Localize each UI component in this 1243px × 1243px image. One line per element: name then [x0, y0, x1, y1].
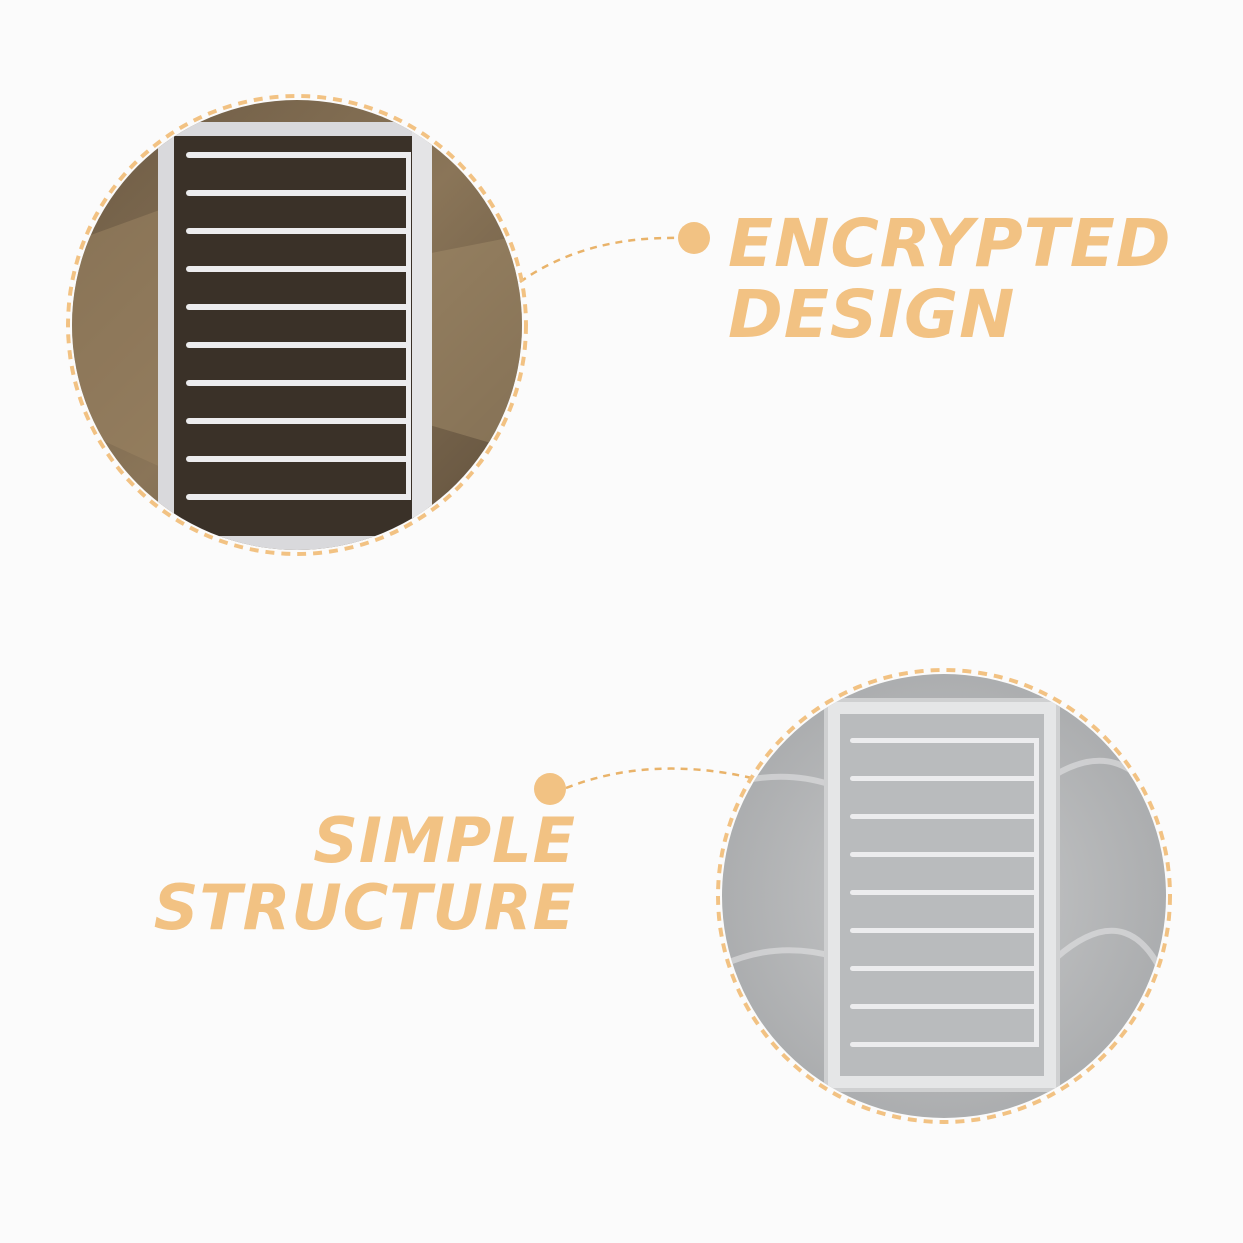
- connector-bottom: [565, 767, 753, 790]
- rack-photo-top: [66, 94, 528, 556]
- rack-rail: [186, 190, 410, 196]
- feature-label-bottom-line2: STRUCTURE: [153, 870, 576, 944]
- rack-rail: [186, 152, 410, 158]
- rack-rail: [186, 494, 410, 500]
- rack-rail: [850, 852, 1038, 857]
- rack-rail: [186, 342, 410, 348]
- rack-upright: [1034, 738, 1039, 1047]
- rack-rail: [850, 1004, 1038, 1009]
- callout-dot-bottom: [534, 773, 566, 805]
- feature-label-top-line1: ENCRYPTED: [728, 205, 1172, 282]
- connector-top: [519, 236, 681, 284]
- rack-rail: [850, 776, 1038, 781]
- feature-label-bottom: SIMPLE STRUCTURE: [132, 804, 576, 944]
- rack-upright: [406, 152, 411, 500]
- rack-photo-bottom: [716, 668, 1172, 1124]
- rack-rail: [850, 966, 1038, 971]
- rack-rail: [186, 418, 410, 424]
- rack-rail: [186, 456, 410, 462]
- rack-rail: [186, 266, 410, 272]
- rack-rail: [850, 1042, 1038, 1047]
- feature-label-top-line2: DESIGN: [728, 276, 1016, 354]
- rack-rail: [850, 814, 1038, 819]
- rack-rail: [850, 928, 1038, 933]
- feature-label-bottom-line1: SIMPLE: [313, 804, 576, 877]
- rack-rail: [186, 380, 410, 386]
- rack-rail: [186, 304, 410, 310]
- callout-dot-top: [678, 222, 710, 254]
- feature-label-top: ENCRYPTED DESIGN: [728, 208, 1172, 351]
- rack-rail: [850, 890, 1038, 895]
- rack-rail: [186, 228, 410, 234]
- rack-rail: [850, 738, 1038, 743]
